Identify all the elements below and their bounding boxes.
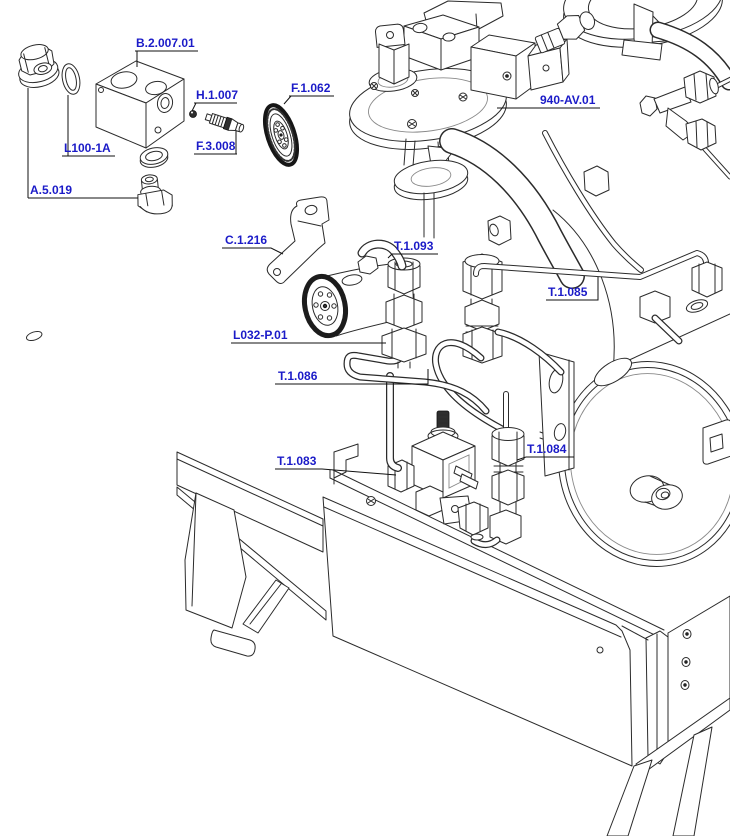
pipe-t1083-vertical [386,372,402,472]
boiler-drawing [439,128,730,442]
part-label-t-1-084[interactable]: T.1.084 [527,442,567,456]
part-label-940-av-01[interactable]: 940-AV.01 [540,93,596,107]
second-boiler-flange-drawing [563,0,730,91]
part-label-t-1-083[interactable]: T.1.083 [277,454,317,468]
part-label-f-3-008[interactable]: F.3.008 [196,139,236,153]
t1084-tube-drawing [470,427,525,549]
exploded-valve-parts [18,44,300,215]
part-label-t-1-086[interactable]: T.1.086 [278,369,318,383]
pipe-t1086 [343,343,490,415]
bracket-drawing [266,196,330,284]
frame-drawing [176,443,730,836]
pump-drawing [301,239,427,369]
part-label-t-1-085[interactable]: T.1.085 [548,285,588,299]
part-label-c-1-216[interactable]: C.1.216 [225,233,268,247]
pipe-t1085 [473,130,723,298]
part-label-l032-p-01[interactable]: L032-P.01 [233,328,288,342]
boiler-top-assembly-drawing [349,0,596,239]
part-label-b-2-007-01[interactable]: B.2.007.01 [136,36,195,50]
part-label-h-1-007[interactable]: H.1.007 [196,88,239,102]
tee-fitting-drawing [26,70,730,342]
loop-pipe [431,328,565,433]
leader-lines [27,50,600,476]
part-label-f-1-062[interactable]: F.1.062 [291,81,331,95]
part-label-l100-1a[interactable]: L100-1A [64,141,111,155]
solenoid-valve-drawing [387,410,489,541]
part-label-a-5-019[interactable]: A.5.019 [30,183,73,197]
deck-fitting-and-washer [639,290,709,345]
boiler-face-drawing [538,351,730,567]
part-label-t-1-093[interactable]: T.1.093 [394,239,434,253]
